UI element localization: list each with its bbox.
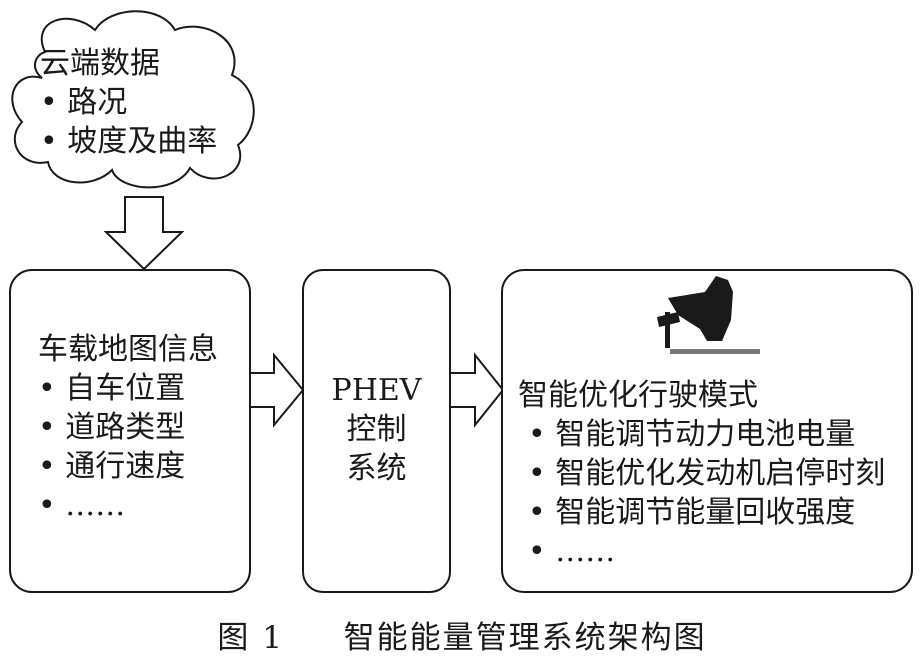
- cloud-item: 路况: [40, 83, 217, 122]
- down-arrow: [103, 196, 185, 271]
- map-box-item: 通行速度: [38, 447, 218, 486]
- mode-box-item: 智能优化发动机启停时刻: [528, 454, 885, 493]
- figure-number: 图 1: [217, 620, 284, 656]
- cloud-item: 坡度及曲率: [40, 122, 217, 161]
- right-arrow-1: [249, 352, 305, 428]
- figure-title: 智能能量管理系统架构图: [343, 620, 707, 656]
- control-line-2: 控制: [346, 412, 407, 447]
- figure-caption: 图 1 智能能量管理系统架构图: [0, 612, 924, 657]
- map-box-item: 自车位置: [38, 369, 218, 408]
- mode-box-item: 智能调节动力电池电量: [528, 415, 885, 454]
- mode-box-item: ……: [528, 532, 885, 571]
- mode-box-item: 智能调节能量回收强度: [528, 493, 885, 532]
- map-box-text: 车载地图信息 自车位置 道路类型 通行速度 ……: [38, 330, 218, 525]
- control-box-text: PHEV 控制 系统: [303, 371, 450, 488]
- cloud-text: 云端数据 路况 坡度及曲率: [40, 44, 217, 161]
- control-system-box: [302, 269, 451, 593]
- map-box-item: 道路类型: [38, 408, 218, 447]
- mode-box-title: 智能优化行驶模式: [518, 378, 758, 413]
- map-box-item: ……: [38, 486, 218, 525]
- map-box-title: 车载地图信息: [38, 332, 218, 367]
- mode-box-text: 智能优化行驶模式 智能调节动力电池电量 智能优化发动机启停时刻 智能调节能量回收…: [518, 376, 885, 571]
- right-arrow-2: [449, 352, 505, 428]
- control-line-1: PHEV: [331, 373, 422, 408]
- control-line-3: 系统: [346, 451, 407, 486]
- pedal-icon: [657, 276, 760, 354]
- cloud-title: 云端数据: [40, 46, 160, 81]
